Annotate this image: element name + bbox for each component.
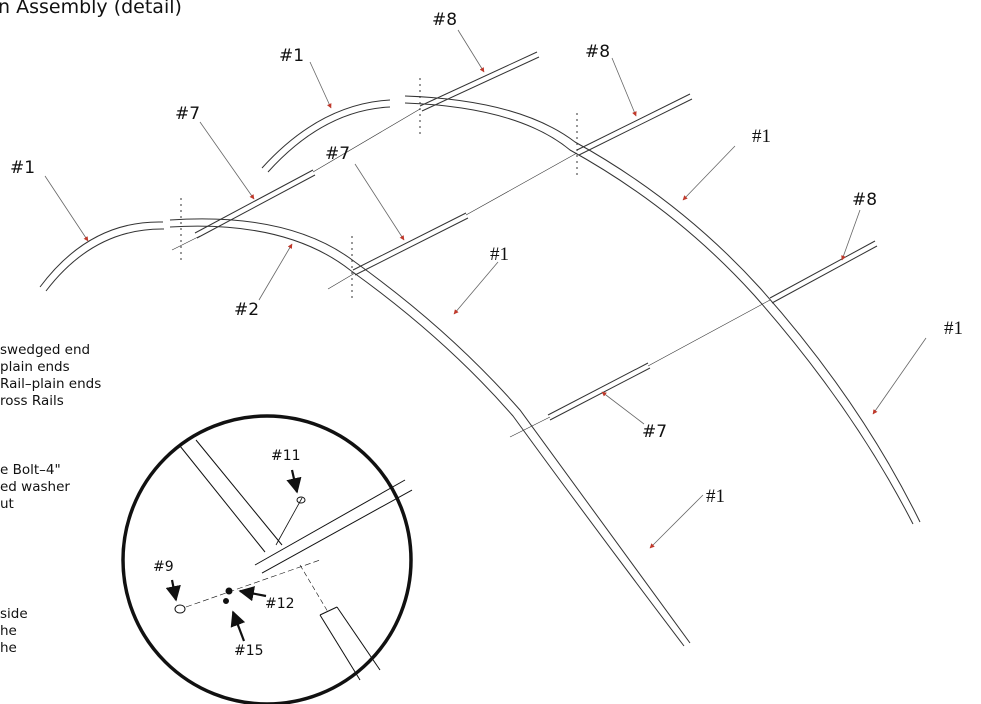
label-part-2: #2 (234, 300, 260, 320)
legend-line: side (0, 606, 28, 622)
label-part-7-lower: #7 (642, 422, 668, 442)
legend-line: he (0, 623, 17, 639)
arch-back-left (261, 99, 391, 173)
legend-line: ed washer (0, 479, 70, 495)
arch-back-main (404, 95, 921, 525)
arch-front-left (39, 221, 165, 292)
legend-line: swedged end (0, 342, 91, 358)
legend-line: he (0, 640, 17, 656)
cross-rail-mid-top (576, 93, 693, 156)
detail-circle (121, 414, 413, 704)
detail-label-12: #12 (265, 596, 295, 612)
cross-rail-lower (547, 362, 651, 421)
cross-rail-left (194, 169, 316, 239)
cross-rail-center (352, 212, 469, 276)
cross-rail-right (769, 240, 878, 304)
detail-label-11: #11 (271, 448, 301, 464)
diagram-title: n Assembly (detail) (0, 0, 182, 18)
arch-front-main (169, 218, 691, 647)
label-part-1-center: #1 (490, 244, 509, 265)
legend-line: plain ends (0, 359, 70, 375)
legend-line: ut (0, 496, 14, 512)
label-part-8-right: #8 (852, 190, 878, 210)
detail-label-9: #9 (153, 559, 174, 575)
label-part-7-upper: #7 (175, 104, 201, 124)
label-part-8-top-left: #8 (432, 10, 458, 30)
label-part-1-far-right: #1 (944, 318, 963, 339)
label-part-1-right-upper: #1 (752, 126, 771, 147)
cross-rail-top (419, 51, 540, 112)
label-part-1-lower: #1 (706, 486, 725, 507)
label-part-1-left: #1 (10, 158, 36, 178)
legend-line: ross Rails (0, 393, 64, 409)
legend-line: Rail–plain ends (0, 376, 102, 392)
label-part-1-top: #1 (279, 46, 305, 66)
label-part-7-mid: #7 (325, 144, 351, 164)
detail-label-15: #15 (234, 643, 264, 659)
label-part-8-top-right: #8 (585, 42, 611, 62)
legend-line: e Bolt–4" (0, 462, 61, 478)
